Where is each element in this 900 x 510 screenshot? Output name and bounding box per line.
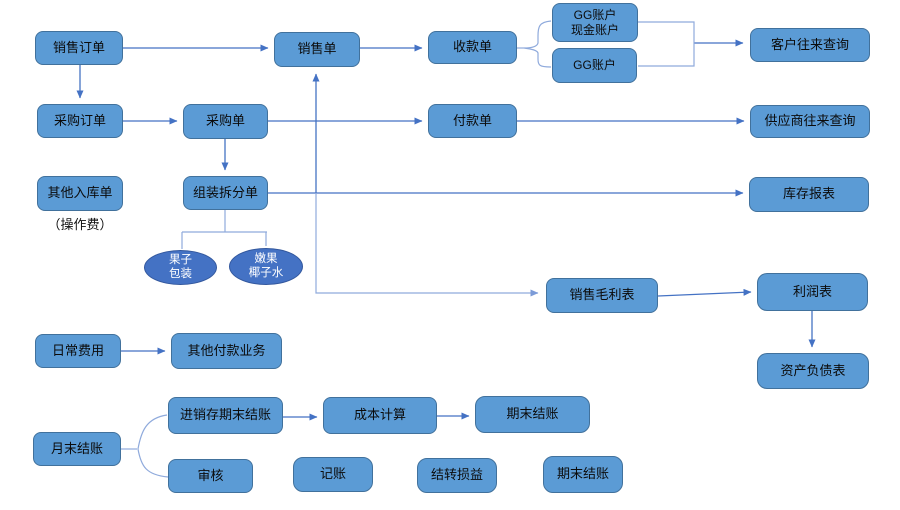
node-bookkeeping[interactable]: 记账 [293, 457, 373, 492]
node-label: 结转损益 [430, 467, 483, 483]
node-audit[interactable]: 审核 [168, 459, 253, 493]
node-label: 组装拆分单 [192, 184, 258, 200]
node-payment-slip[interactable]: 付款单 [428, 104, 517, 138]
node-label: 销售单 [297, 41, 337, 57]
connector-elbow-to-gross-profit [315, 193, 539, 297]
node-inv-period-end-close[interactable]: 进销存期末结账 [168, 397, 283, 434]
node-label: 收款单 [452, 39, 492, 55]
node-gg-account[interactable]: GG账户 [552, 48, 637, 83]
node-carryover-pl[interactable]: 结转损益 [417, 458, 497, 493]
connector-receipt-brace [523, 20, 552, 68]
node-label: 销售订单 [52, 39, 105, 55]
node-young-coconut-water[interactable]: 嫩果 椰子水 [229, 248, 303, 285]
connector-assembly-to-ellipses-tree [181, 210, 267, 249]
node-label: 期末结账 [556, 466, 609, 482]
node-label: 进销存期末结账 [179, 407, 271, 423]
node-label: 客户往来查询 [770, 36, 849, 52]
node-label: GG账户 现金账户 [570, 7, 619, 37]
node-label: 库存报表 [782, 186, 835, 202]
node-label: 其他付款业务 [187, 342, 266, 358]
node-label: 采购单 [205, 113, 245, 129]
node-label: 审核 [197, 467, 224, 483]
node-label: 日常费用 [51, 342, 104, 358]
connector-month-end-brace [137, 414, 169, 478]
node-label: 其他入库单 [47, 185, 113, 201]
node-sales-order[interactable]: 销售订单 [35, 31, 123, 65]
node-label: 付款单 [452, 112, 492, 128]
node-profit-statement[interactable]: 利润表 [757, 273, 868, 311]
node-month-end-close[interactable]: 月末结账 [33, 432, 121, 466]
node-receipt-slip[interactable]: 收款单 [428, 31, 517, 64]
node-gg-cash-account[interactable]: GG账户 现金账户 [552, 3, 638, 42]
node-label: 嫩果 椰子水 [248, 252, 284, 279]
node-label: 供应商往来查询 [764, 113, 856, 129]
node-label: 成本计算 [353, 407, 406, 423]
node-customer-inquiry[interactable]: 客户往来查询 [750, 28, 870, 62]
node-period-end-close-bottom[interactable]: 期末结账 [543, 456, 623, 493]
node-daily-expense[interactable]: 日常费用 [35, 334, 121, 368]
node-balance-sheet[interactable]: 资产负债表 [757, 353, 869, 389]
node-label: 记账 [319, 466, 346, 482]
node-label: 资产负债表 [780, 362, 846, 378]
node-gross-profit-report[interactable]: 销售毛利表 [546, 278, 658, 313]
node-cost-calc[interactable]: 成本计算 [323, 397, 437, 434]
node-label: 果子 包装 [169, 253, 192, 280]
node-purchase-slip[interactable]: 采购单 [183, 104, 268, 139]
connector-gross-profit-to-profit-statement [657, 288, 752, 297]
node-label: GG账户 [573, 58, 616, 72]
operation-fee-note: （操作费） [37, 212, 123, 234]
node-label: 销售毛利表 [569, 287, 635, 303]
node-sales-slip[interactable]: 销售单 [274, 32, 360, 67]
node-label: 月末结账 [50, 440, 103, 456]
node-inventory-report[interactable]: 库存报表 [749, 177, 869, 212]
node-other-inbound[interactable]: 其他入库单 [37, 176, 123, 211]
node-assembly-split[interactable]: 组装拆分单 [183, 176, 268, 210]
node-period-end-close-top[interactable]: 期末结账 [475, 396, 590, 433]
node-label: 利润表 [792, 283, 832, 299]
node-label: 采购订单 [53, 112, 106, 128]
node-other-payment-biz[interactable]: 其他付款业务 [171, 333, 282, 369]
node-supplier-inquiry[interactable]: 供应商往来查询 [750, 105, 870, 138]
connector-accounts-merge-bracket [638, 21, 695, 67]
node-purchase-order[interactable]: 采购订单 [37, 104, 123, 138]
note-label: （操作费） [47, 216, 113, 232]
node-label: 期末结账 [506, 406, 559, 422]
node-fruit-packaging[interactable]: 果子 包装 [144, 250, 217, 285]
